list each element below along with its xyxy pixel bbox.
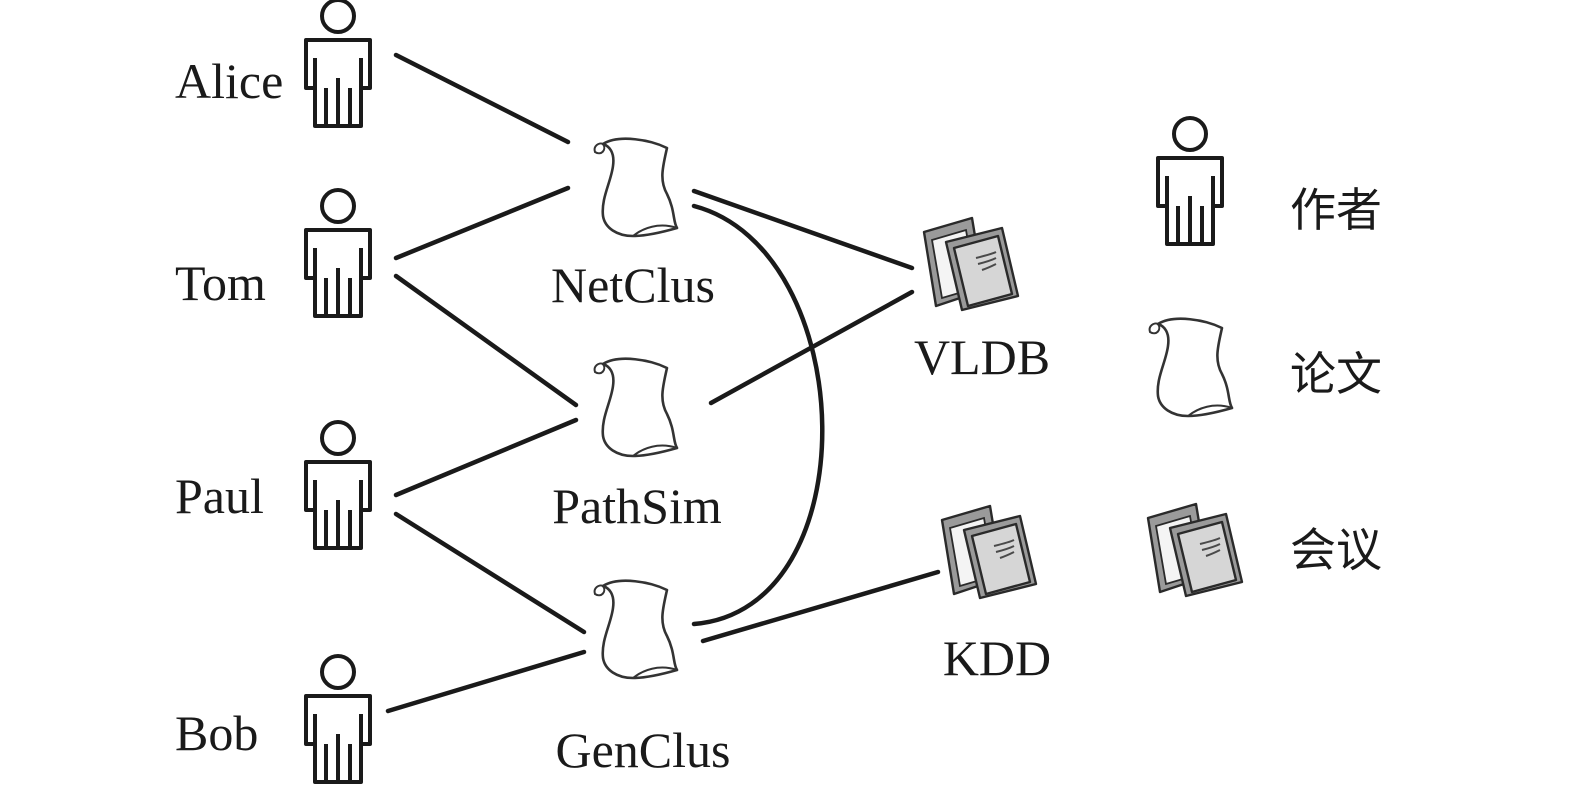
legend-label-venue: 会议: [1290, 523, 1382, 577]
legend-item-paper: 论文: [1148, 317, 1382, 418]
edge-bob-genclus: [385, 649, 587, 714]
scroll-icon: [593, 579, 679, 680]
legend-label-author: 作者: [1290, 183, 1382, 237]
person-icon: [304, 420, 372, 550]
person-icon: [304, 188, 372, 318]
person-icon: [304, 654, 372, 784]
author-node-paul: Paul: [175, 420, 372, 550]
edge-tom-netclus: [393, 185, 571, 261]
author-label-paul: Paul: [175, 468, 264, 524]
author-label-alice: Alice: [175, 53, 283, 109]
author-label-tom: Tom: [175, 255, 266, 311]
author-node-alice: Alice: [175, 0, 372, 128]
author-node-bob: Bob: [175, 654, 372, 784]
author-label-bob: Bob: [175, 705, 258, 761]
paper-node-netclus: NetClus: [551, 137, 715, 313]
paper-node-pathsim: PathSim: [552, 357, 722, 534]
edge-netclus-genclus: [691, 203, 825, 627]
scroll-icon: [1148, 317, 1234, 418]
edge-paul-genclus: [393, 511, 587, 635]
edge-netclus-vldb: [691, 188, 915, 271]
edge-alice-netclus: [393, 52, 571, 145]
scroll-icon: [593, 357, 679, 458]
legend-label-paper: 论文: [1290, 347, 1382, 401]
person-icon: [304, 0, 372, 128]
legend-item-venue: 会议: [1146, 502, 1382, 598]
paper-label-pathsim: PathSim: [552, 478, 722, 534]
edge-paul-pathsim: [393, 417, 579, 498]
venue-node-vldb: VLDB: [914, 216, 1050, 385]
edge-layer: [385, 52, 941, 714]
paper-label-netclus: NetClus: [551, 257, 715, 313]
venue-node-kdd: KDD: [940, 504, 1051, 686]
person-icon: [1156, 116, 1224, 246]
scroll-icon: [593, 137, 679, 238]
books-icon: [1146, 502, 1244, 598]
paper-label-genclus: GenClus: [556, 722, 731, 778]
legend-item-author: 作者: [1156, 116, 1382, 246]
venue-label-vldb: VLDB: [914, 329, 1050, 385]
edge-tom-pathsim: [393, 273, 579, 408]
author-node-tom: Tom: [175, 188, 372, 318]
books-icon: [922, 216, 1020, 312]
paper-node-genclus: GenClus: [556, 579, 731, 778]
edge-genclus-kdd: [700, 569, 941, 644]
books-icon: [940, 504, 1038, 600]
venue-label-kdd: KDD: [943, 630, 1051, 686]
